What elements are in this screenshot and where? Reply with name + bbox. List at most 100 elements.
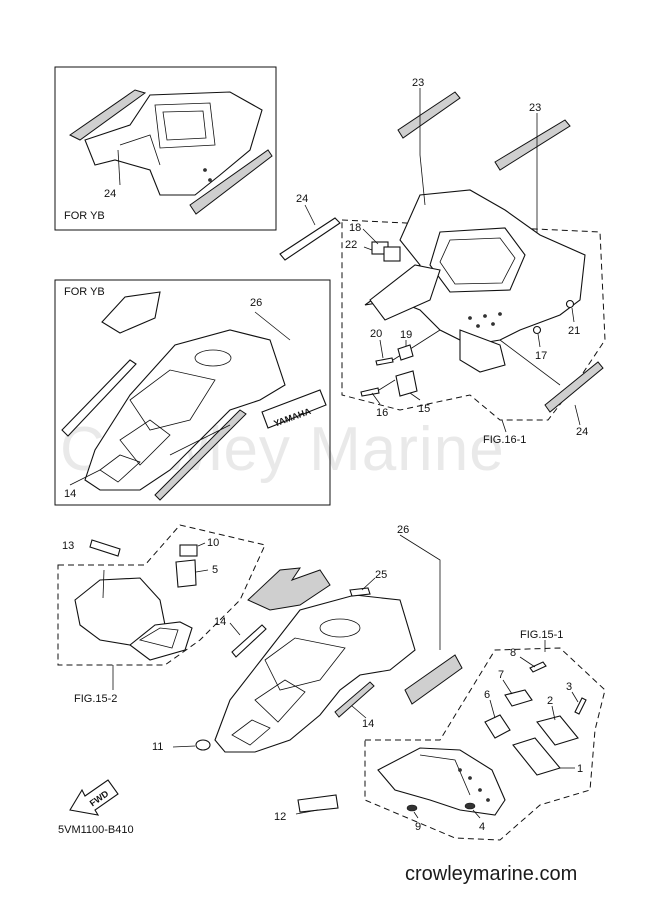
inset-frame	[54, 279, 331, 506]
rivet	[498, 312, 502, 316]
leader-2	[551, 705, 556, 721]
tank-decal-26-main	[247, 567, 331, 611]
front-panel-recess	[138, 627, 179, 649]
leader-16-fender	[378, 379, 396, 391]
leader-13	[102, 569, 105, 599]
callout-26b: 26	[397, 524, 409, 536]
leader-24c-fender	[499, 339, 561, 386]
front-fender-panel	[129, 369, 216, 431]
inset-caption: FOR YB	[64, 286, 105, 298]
inset-frame	[54, 66, 277, 231]
rear-fender-tray	[154, 102, 216, 149]
fig-16-1-ref: FIG.16-1	[483, 434, 526, 446]
front-side-stripe-right	[154, 409, 247, 501]
callout-9: 9	[415, 821, 421, 833]
callout-14b: 14	[214, 616, 226, 628]
leader-14-inset	[69, 469, 101, 486]
rear-fender-tray-inner	[439, 237, 516, 285]
screw-16	[360, 387, 380, 397]
emblem-25	[349, 587, 371, 597]
callout-6: 6	[484, 689, 490, 701]
front-grille-main	[231, 719, 271, 746]
screw-20	[375, 357, 394, 366]
callout-23b: 23	[529, 102, 541, 114]
leader-26b	[399, 534, 441, 650]
website-url: crowleymarine.com	[405, 863, 577, 885]
plate-19	[397, 344, 414, 361]
leader-16	[371, 392, 381, 405]
callout-24: 24	[104, 188, 116, 200]
top-stripe-decal-23a	[397, 91, 461, 139]
leader-24b	[304, 204, 316, 226]
callout-10: 10	[207, 537, 219, 549]
callout-19: 19	[400, 329, 412, 341]
callout-22: 22	[345, 239, 357, 251]
rivet	[203, 168, 207, 172]
front-fender-assembly: 26 25 14 14 11	[152, 524, 463, 753]
rear-fender-tray-inner	[162, 110, 207, 141]
rivet	[458, 768, 462, 772]
leader-22	[363, 246, 373, 251]
fig-16-1-boundary	[341, 219, 606, 421]
front-side-stripe-left	[61, 359, 137, 437]
nut-4	[464, 802, 476, 810]
inset-rear-for-yb: 24 FOR YB	[54, 66, 277, 231]
bolt-8	[529, 661, 547, 673]
fuel-cap-recess	[194, 349, 232, 367]
label-5	[175, 559, 197, 588]
front-side-stripe-14-right	[334, 681, 375, 718]
plate-1	[512, 737, 561, 776]
rear-panel-side	[419, 754, 471, 796]
rear-fender-rib	[119, 134, 161, 166]
inset-front-for-yb: FOR YB 26 YAMAHA 14	[54, 279, 331, 506]
leader-12	[295, 809, 319, 815]
fig-15-1-ref: FIG.15-1	[520, 629, 563, 641]
front-side-stripe-inner	[169, 424, 231, 456]
front-fender-main	[214, 594, 416, 753]
nut-9	[406, 804, 418, 812]
top-stripe-decal-23b	[494, 119, 571, 171]
rear-fender-body	[84, 91, 263, 196]
label-plate-22	[383, 246, 401, 262]
leader-14c	[351, 705, 367, 719]
leader-fig-16-1	[501, 419, 507, 433]
callout-5: 5	[212, 564, 218, 576]
leader-4	[472, 809, 481, 819]
rear-side-decal-right	[189, 149, 273, 215]
yamaha-decal-inset	[261, 389, 327, 429]
leader-20	[379, 339, 384, 359]
front-panel-assembly: 13 10 5 FIG.15-2	[57, 524, 266, 705]
plate-15	[395, 370, 418, 397]
fwd-arrow-icon	[69, 779, 119, 816]
front-grille	[99, 454, 141, 483]
fwd-arrow: FWD	[69, 779, 119, 816]
rear-side-decal-left	[69, 89, 147, 141]
leader-5	[195, 569, 209, 573]
rivet	[208, 178, 212, 182]
callout-7: 7	[498, 669, 504, 681]
rivet	[468, 316, 472, 320]
callout-11: 11	[152, 741, 163, 753]
headlight-recess	[119, 419, 171, 466]
leader-23-fender	[419, 154, 426, 206]
leader-8	[519, 656, 536, 668]
fig-15-2-boundary	[57, 524, 266, 666]
callout-15: 15	[418, 403, 430, 415]
leader-11	[172, 745, 196, 748]
fig-15-1-boundary	[364, 647, 606, 841]
callout-18: 18	[349, 222, 361, 234]
leader-25	[361, 577, 376, 591]
callout-13: 13	[62, 540, 74, 552]
callout-24c: 24	[576, 426, 588, 438]
front-panel-nose	[129, 621, 193, 661]
callout-8: 8	[510, 647, 516, 659]
rivet	[476, 324, 480, 328]
rear-fender-front-lip	[369, 264, 441, 321]
inset-caption: FOR YB	[64, 210, 105, 222]
plate-7	[504, 689, 533, 707]
callout-14a: 14	[64, 488, 76, 500]
tank-decal-26	[101, 291, 161, 334]
yamaha-decal-13	[89, 539, 121, 557]
plate-2	[536, 715, 579, 746]
grommet-11	[195, 739, 211, 751]
